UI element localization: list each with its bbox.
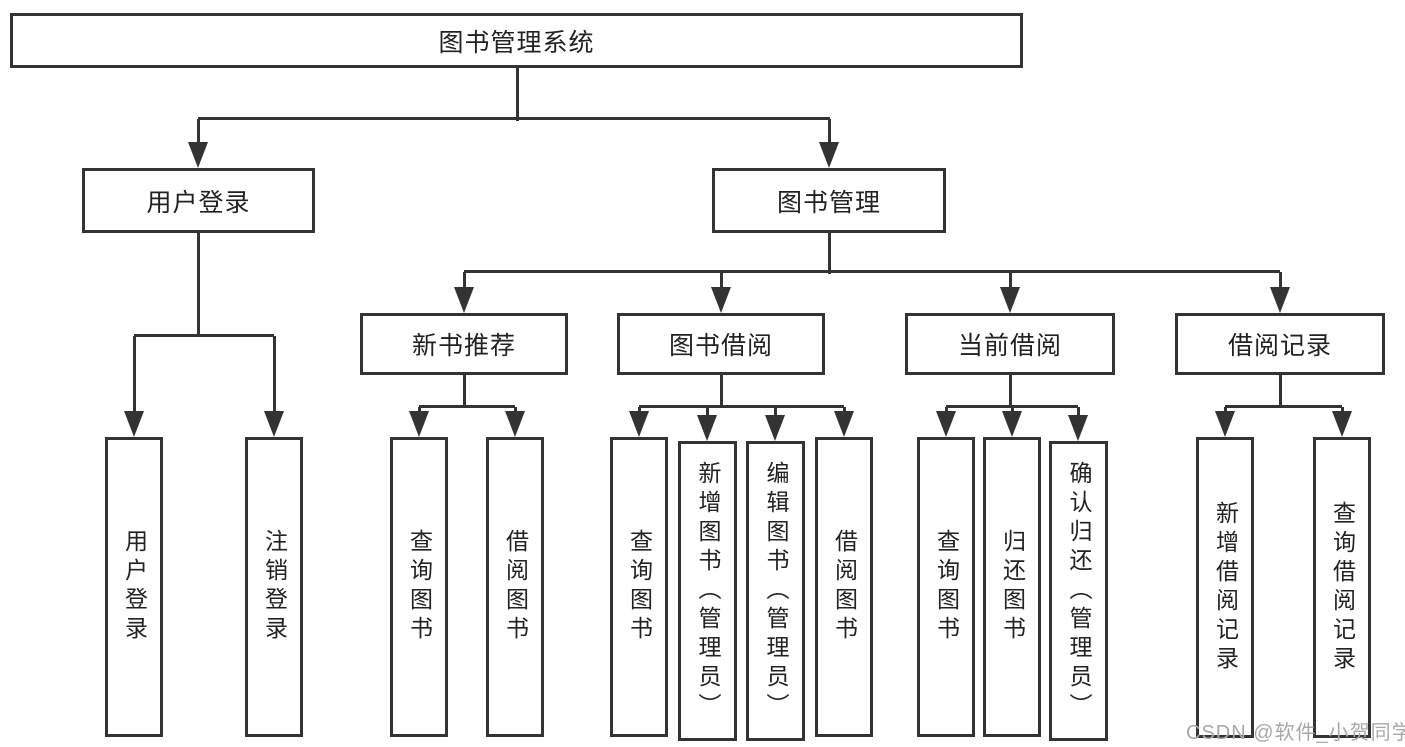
arrow-down-icon <box>454 287 474 313</box>
node-current-borrowing: 当前借阅 <box>905 313 1115 375</box>
arrow-down-icon <box>1215 411 1235 437</box>
node-label-book-management: 图书管理 <box>776 188 881 217</box>
arrow-down-icon <box>124 411 144 437</box>
arrow-down-icon <box>711 287 731 313</box>
node-label-leaf-query-books-c: 查询图书 <box>933 529 960 645</box>
connector-line <box>1279 375 1282 408</box>
node-label-new-book-recommend: 新书推荐 <box>411 332 516 360</box>
arrow-down-icon <box>1000 287 1020 313</box>
node-user-login: 用户登录 <box>82 168 315 233</box>
node-leaf-return-books: 归还图书 <box>983 437 1041 737</box>
connector-line <box>198 117 830 120</box>
node-label-leaf-user-login: 用户登录 <box>121 529 148 645</box>
connector-line <box>516 68 519 121</box>
node-book-management: 图书管理 <box>712 168 946 233</box>
connector-line <box>639 405 844 408</box>
connector-line <box>720 375 723 408</box>
arrow-stem <box>1077 407 1080 421</box>
arrow-down-icon <box>629 411 649 437</box>
arrow-down-icon <box>188 142 208 168</box>
connector-line <box>1225 405 1342 408</box>
arrow-stem <box>197 119 200 148</box>
node-leaf-add-borrow-record: 新增借阅记录 <box>1196 437 1254 738</box>
node-new-book-recommend: 新书推荐 <box>360 313 568 375</box>
arrow-down-icon <box>819 142 839 168</box>
arrow-down-icon <box>1332 411 1352 437</box>
node-label-leaf-borrow-books-b: 借阅图书 <box>831 529 858 645</box>
node-label-leaf-edit-books-admin: 编辑图书（管理员） <box>763 460 789 722</box>
node-label-leaf-return-books: 归还图书 <box>999 529 1026 645</box>
arrow-stem <box>273 336 276 417</box>
node-label-leaf-add-borrow-record: 新增借阅记录 <box>1212 500 1239 675</box>
connector-line <box>463 375 466 408</box>
arrow-down-icon <box>1270 287 1290 313</box>
node-leaf-add-books-admin: 新增图书（管理员） <box>678 441 737 741</box>
node-leaf-edit-books-admin: 编辑图书（管理员） <box>746 441 805 741</box>
node-label-leaf-query-books-a: 查询图书 <box>406 529 433 645</box>
node-label-leaf-add-books-admin: 新增图书（管理员） <box>695 460 721 722</box>
node-label-leaf-confirm-return: 确认归还（管理员） <box>1066 460 1092 722</box>
node-leaf-query-books-c: 查询图书 <box>917 437 975 737</box>
connector-line <box>464 270 1280 273</box>
node-root: 图书管理系统 <box>10 13 1023 68</box>
arrow-down-icon <box>264 411 284 437</box>
node-leaf-logout: 注销登录 <box>245 437 303 737</box>
node-label-leaf-query-books-b: 查询图书 <box>626 529 653 645</box>
node-leaf-query-books-a: 查询图书 <box>390 437 448 737</box>
connector-line <box>419 405 515 408</box>
connector-line <box>197 233 200 337</box>
node-label-leaf-borrow-books-a: 借阅图书 <box>502 529 529 645</box>
node-book-borrowing: 图书借阅 <box>617 313 825 375</box>
arrow-down-icon <box>936 411 956 437</box>
node-label-borrowing-records: 借阅记录 <box>1227 332 1332 360</box>
arrow-down-icon <box>409 411 429 437</box>
arrow-stem <box>463 272 466 293</box>
node-borrowing-records: 借阅记录 <box>1175 313 1385 375</box>
connector-line <box>134 334 274 337</box>
node-label-leaf-logout: 注销登录 <box>261 529 288 645</box>
arrow-stem <box>706 407 709 421</box>
node-label-leaf-query-borrow-record: 查询借阅记录 <box>1329 500 1356 675</box>
node-leaf-user-login: 用户登录 <box>105 437 163 737</box>
arrow-stem <box>720 272 723 293</box>
node-label-user-login: 用户登录 <box>146 188 251 217</box>
connector-line <box>828 233 831 274</box>
node-leaf-query-borrow-record: 查询借阅记录 <box>1313 437 1371 738</box>
node-leaf-confirm-return: 确认归还（管理员） <box>1049 441 1108 741</box>
connector-line <box>946 405 1078 408</box>
arrow-stem <box>1009 272 1012 293</box>
node-leaf-borrow-books-b: 借阅图书 <box>815 437 873 737</box>
arrow-down-icon <box>1002 411 1022 437</box>
node-label-book-borrowing: 图书借阅 <box>668 332 773 360</box>
csdn-watermark: CSDN @软件_小贺同学 <box>1186 722 1405 744</box>
arrow-stem <box>774 407 777 421</box>
arrow-stem <box>133 336 136 417</box>
arrow-stem <box>1279 272 1282 293</box>
node-leaf-query-books-b: 查询图书 <box>610 437 668 737</box>
node-leaf-borrow-books-a: 借阅图书 <box>486 437 544 737</box>
node-label-root: 图书管理系统 <box>438 28 595 57</box>
arrow-down-icon <box>697 415 717 441</box>
arrow-down-icon <box>765 415 785 441</box>
arrow-down-icon <box>834 411 854 437</box>
connector-line <box>1009 375 1012 408</box>
arrow-stem <box>828 119 831 148</box>
arrow-down-icon <box>1068 415 1088 441</box>
arrow-down-icon <box>505 411 525 437</box>
node-label-current-borrowing: 当前借阅 <box>957 332 1062 360</box>
